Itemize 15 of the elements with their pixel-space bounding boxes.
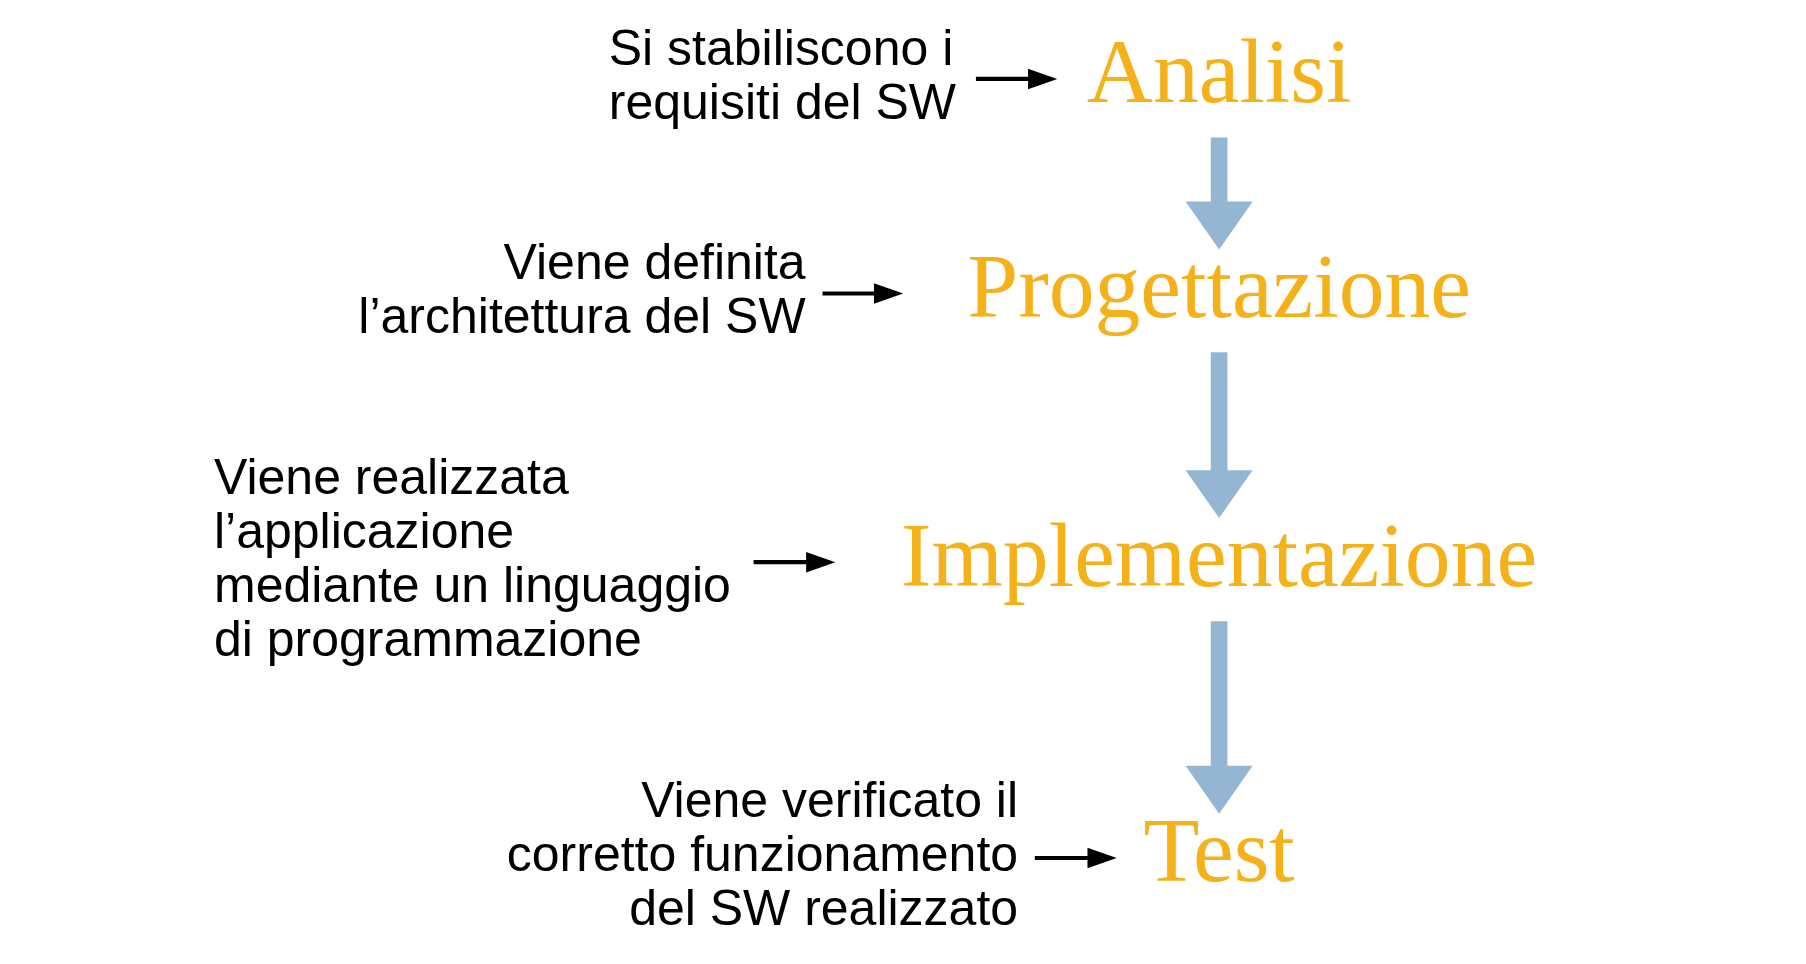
node-text: Viene realizzata l’applicazione mediante un linguaggio di programmazione bbox=[214, 448, 731, 668]
node-text: Implementazione bbox=[901, 503, 1538, 606]
node-text: Viene verificato il corretto funzionamento del SW realizzato bbox=[506, 771, 1019, 937]
node-text: Viene definita l’architettura del SW bbox=[358, 234, 806, 345]
arrow bbox=[975, 68, 1058, 90]
arrow bbox=[1185, 137, 1253, 250]
arrow bbox=[822, 283, 904, 304]
arrow bbox=[1185, 621, 1253, 814]
node-text: Si stabiliscono i requisiti del SW bbox=[608, 19, 956, 130]
node-text: Analisi bbox=[1086, 20, 1352, 123]
arrow bbox=[1185, 352, 1253, 518]
node-text: Progettazione bbox=[967, 234, 1472, 337]
arrow bbox=[1034, 847, 1117, 869]
arrow bbox=[753, 551, 836, 573]
node-text: Test bbox=[1143, 799, 1295, 902]
